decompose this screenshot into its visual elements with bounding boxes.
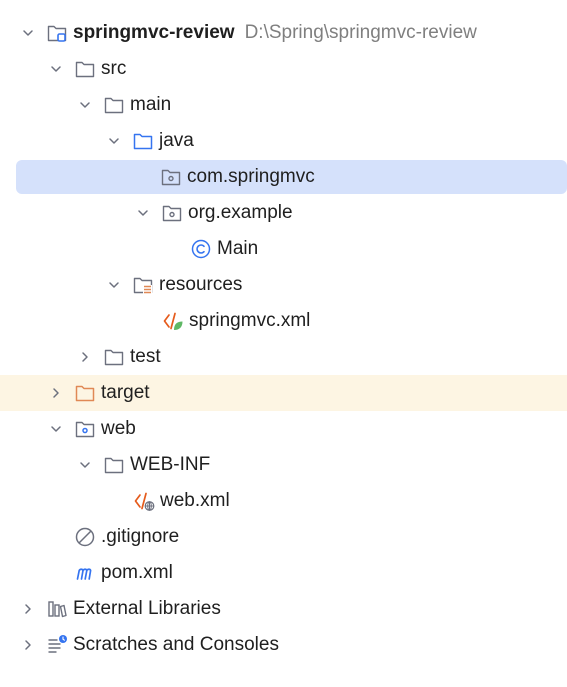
web-folder-icon [74,418,96,440]
tree-row-test[interactable]: test [0,339,567,375]
library-icon [46,598,68,620]
scratches-icon [46,634,68,656]
chevron-down-icon[interactable] [106,123,122,159]
java-class-icon [190,238,212,260]
tree-label: Scratches and Consoles [73,634,279,655]
project-name: springmvc-review [73,22,235,43]
excluded-folder-icon [74,382,96,404]
tree-label: resources [159,274,243,295]
resources-folder-icon [132,274,154,296]
spring-xml-icon [162,310,184,332]
folder-icon [103,94,125,116]
tree-label: External Libraries [73,598,221,619]
chevron-right-icon[interactable] [48,375,64,411]
package-icon [160,166,182,188]
package-icon [161,202,183,224]
tree-row-web-inf[interactable]: WEB-INF [0,447,567,483]
tree-row-springmvc-xml[interactable]: springmvc.xml [0,303,567,339]
tree-label: com.springmvc [187,166,315,187]
tree-row-pom-xml[interactable]: pom.xml [0,555,567,591]
tree-label: WEB-INF [130,454,211,475]
tree-row-external-libraries[interactable]: External Libraries [0,591,567,627]
tree-label: pom.xml [101,562,173,583]
tree-label: target [101,382,150,403]
web-xml-icon [133,490,155,512]
tree-label: test [130,346,161,367]
tree-row-resources[interactable]: resources [0,267,567,303]
tree-row-scratches[interactable]: Scratches and Consoles [0,627,567,663]
tree-label: Main [217,238,259,259]
tree-row-src[interactable]: src [0,51,567,87]
chevron-down-icon[interactable] [48,411,64,447]
ignore-file-icon [74,526,96,548]
chevron-down-icon[interactable] [48,51,64,87]
tree-row-org-example[interactable]: org.example [0,195,567,231]
tree-label: java [159,130,194,151]
chevron-down-icon[interactable] [20,15,36,51]
tree-row-com-springmvc[interactable]: com.springmvc [0,159,567,195]
tree-label: main [130,94,172,115]
tree-row-web-xml[interactable]: web.xml [0,483,567,519]
tree-row-target[interactable]: target [0,375,567,411]
tree-label: springmvc.xml [189,310,311,331]
source-folder-icon [132,130,154,152]
chevron-down-icon[interactable] [77,87,93,123]
folder-icon [103,346,125,368]
tree-label: src [101,58,127,79]
tree-row-gitignore[interactable]: .gitignore [0,519,567,555]
tree-row-root[interactable]: springmvc-review D:\Spring\springmvc-rev… [0,15,567,51]
tree-label: web.xml [160,490,230,511]
chevron-right-icon[interactable] [77,339,93,375]
chevron-down-icon[interactable] [135,195,151,231]
project-tree: springmvc-review D:\Spring\springmvc-rev… [0,15,567,663]
folder-icon [74,58,96,80]
chevron-down-icon[interactable] [106,267,122,303]
folder-icon [103,454,125,476]
tree-row-java[interactable]: java [0,123,567,159]
chevron-down-icon[interactable] [77,447,93,483]
tree-row-main-class[interactable]: Main [0,231,567,267]
tree-label: .gitignore [101,526,180,547]
project-path: D:\Spring\springmvc-review [244,22,477,43]
module-folder-icon [46,22,68,44]
tree-label: web [101,418,136,439]
tree-label: org.example [188,202,293,223]
tree-row-main[interactable]: main [0,87,567,123]
maven-icon [74,562,96,584]
tree-row-web[interactable]: web [0,411,567,447]
chevron-right-icon[interactable] [20,627,36,663]
chevron-right-icon[interactable] [20,591,36,627]
